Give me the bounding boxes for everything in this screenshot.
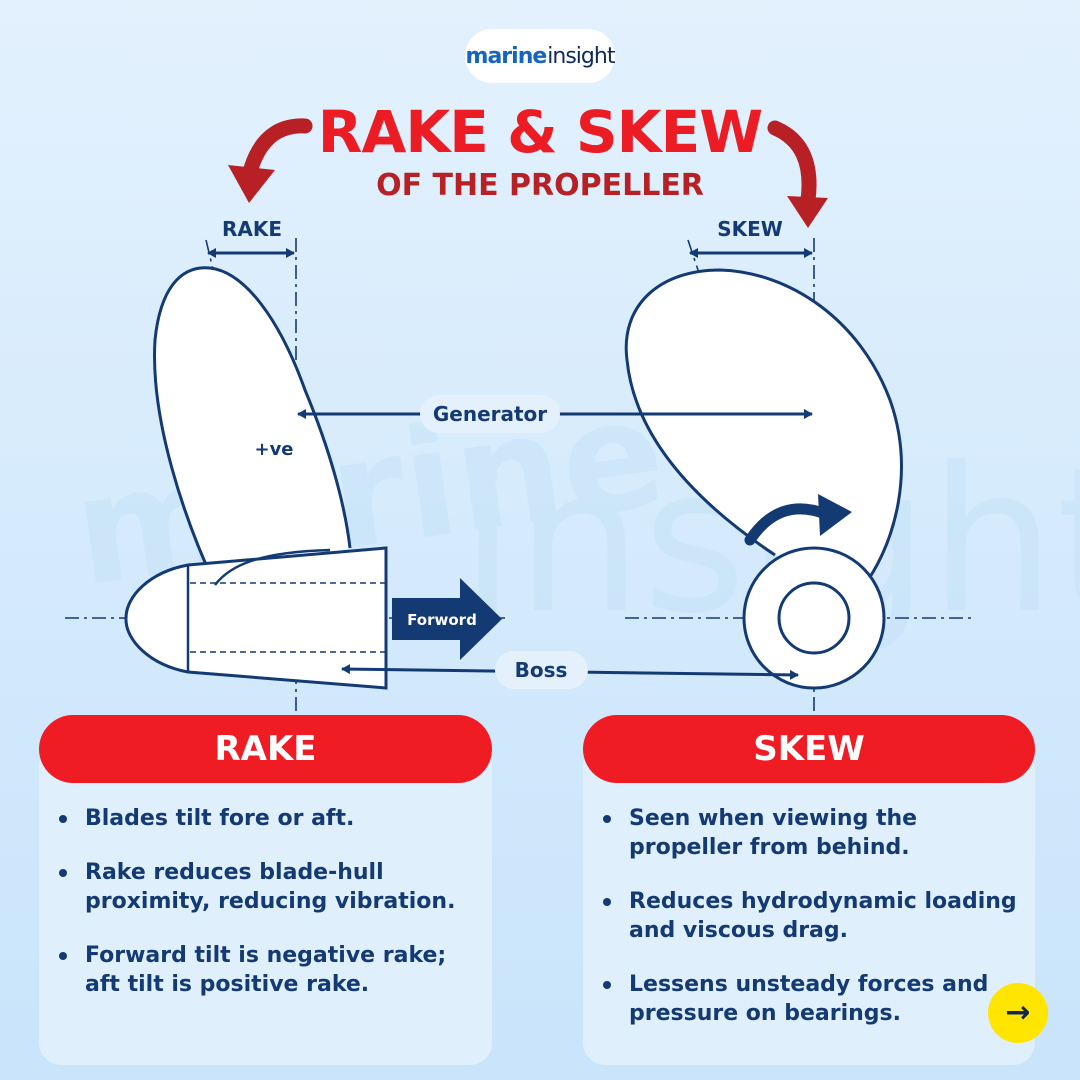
rake-dimension-label: RAKE xyxy=(222,217,282,241)
list-item: Seen when viewing the propeller from beh… xyxy=(601,804,1021,862)
positive-rake-label: +ve xyxy=(254,439,293,460)
list-item: Lessens unsteady forces and pressure on … xyxy=(601,970,1021,1028)
skew-card-title: SKEW xyxy=(583,715,1035,783)
rake-card-title: RAKE xyxy=(39,715,492,783)
right-curved-arrow xyxy=(767,120,817,208)
list-item: Reduces hydrodynamic loading and viscous… xyxy=(601,887,1021,945)
skew-boss-inner xyxy=(777,581,851,655)
brand-logo: marine insight xyxy=(465,29,615,83)
forward-arrow xyxy=(392,578,502,660)
arrow-right-icon: → xyxy=(1005,995,1031,1030)
forward-label: Forword xyxy=(407,611,477,629)
skew-card xyxy=(583,745,1035,1065)
rake-blade xyxy=(153,266,352,586)
logo-text-marine: marine xyxy=(465,43,548,69)
page-subtitle: OF THE PROPELLER xyxy=(376,168,704,203)
rake-bullet-list: Blades tilt fore or aft. Rake reduces bl… xyxy=(57,804,487,1024)
generator-label: Generator xyxy=(433,402,547,426)
list-item: Rake reduces blade-hull proximity, reduc… xyxy=(57,858,487,916)
skew-dimension-label: SKEW xyxy=(717,217,783,241)
skew-bullet-list: Seen when viewing the propeller from beh… xyxy=(601,804,1021,1053)
rotation-arrow xyxy=(744,503,834,546)
boss-label: Boss xyxy=(515,658,568,682)
list-item: Forward tilt is negative rake; aft tilt … xyxy=(57,941,487,999)
next-button[interactable]: → xyxy=(988,983,1048,1043)
logo-text-insight: insight xyxy=(547,43,615,69)
page-title: RAKE & SKEW xyxy=(317,98,763,166)
rake-card xyxy=(39,745,492,1065)
list-item: Blades tilt fore or aft. xyxy=(57,804,487,833)
